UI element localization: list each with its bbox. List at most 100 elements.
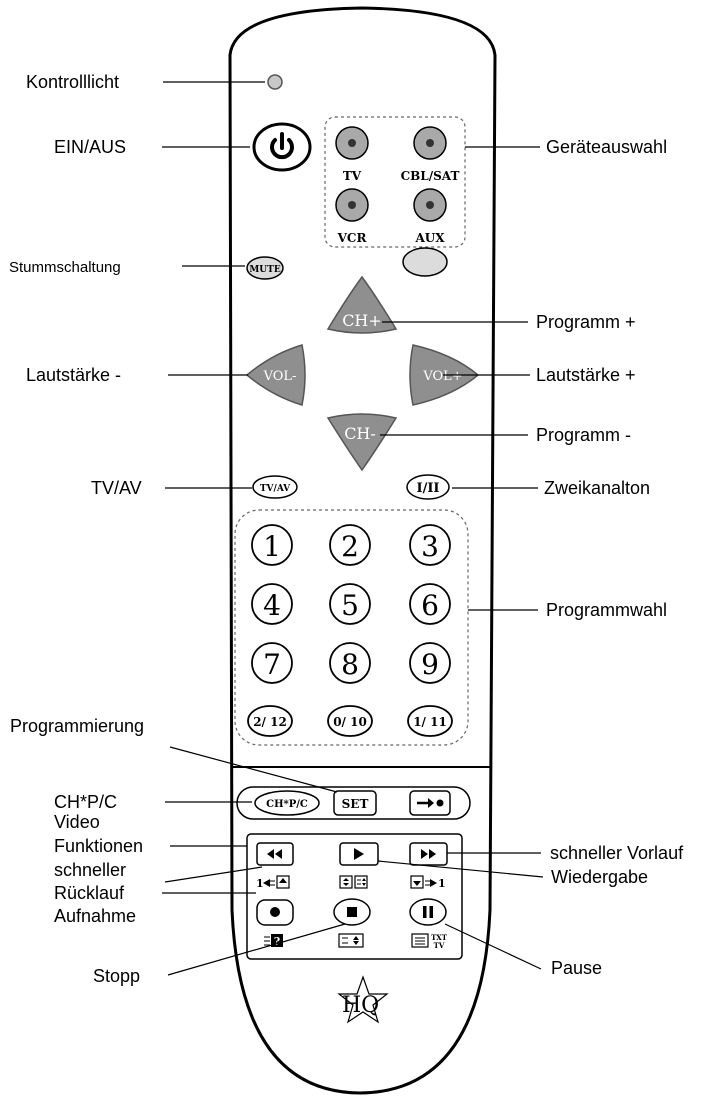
- chpc-button-label: CH*P/C: [266, 799, 308, 810]
- device-tv-button[interactable]: [335, 126, 369, 160]
- keypad-group: [234, 509, 469, 746]
- label-tv-av: TV/AV: [91, 478, 142, 498]
- label-stop: Stopp: [93, 966, 141, 986]
- volume-down-label: VOL-: [263, 369, 297, 384]
- mute-button-label: MUTE: [249, 265, 281, 275]
- device-vcr-button[interactable]: [335, 188, 369, 222]
- record-icon: [270, 907, 280, 917]
- digit-8-button[interactable]: [329, 642, 371, 684]
- rewind-icon: [267, 849, 282, 859]
- leader-lines: [162, 81, 544, 976]
- fast-forward-icon: [421, 849, 436, 859]
- label-record: Aufnahme: [54, 906, 137, 926]
- digit-7-label: 7: [263, 648, 281, 681]
- device-cbl-sat-label: CBL/SAT: [401, 169, 460, 183]
- label-power: EIN/AUS: [54, 137, 127, 157]
- label-video: Video: [54, 812, 100, 832]
- label-functions: Funktionen: [54, 836, 144, 856]
- label-programming: Programmierung: [10, 716, 145, 736]
- mute-button[interactable]: [246, 256, 284, 280]
- play-icon: [354, 848, 364, 860]
- digit-0-10-button[interactable]: [327, 705, 373, 737]
- pause-icon: [423, 906, 433, 918]
- digit-2-label: 2: [341, 530, 359, 563]
- device-select-group: [324, 116, 466, 248]
- digit-3-button[interactable]: [409, 524, 451, 566]
- digit-9-label: 9: [421, 648, 439, 681]
- device-cbl-sat-button[interactable]: [413, 126, 447, 160]
- digit-2-12-label: 2/ 12: [253, 715, 287, 729]
- pause-button[interactable]: [409, 898, 447, 926]
- label-channel-up: Programm +: [536, 312, 636, 332]
- digit-5-button[interactable]: [329, 583, 371, 625]
- digit-1-button[interactable]: [251, 524, 293, 566]
- channel-down-button[interactable]: [326, 413, 398, 472]
- blank-button[interactable]: [402, 247, 448, 277]
- digit-4-label: 4: [263, 589, 281, 622]
- digit-9-button[interactable]: [409, 642, 451, 684]
- digit-1-label: 1: [263, 530, 281, 563]
- label-rewind-1: schneller: [54, 860, 127, 880]
- label-device-select: Geräteauswahl: [546, 137, 668, 157]
- svg-text:HQ: HQ: [342, 993, 379, 1018]
- digit-0-10-label: 0/ 10: [333, 715, 367, 729]
- hq-logo: HQ: [337, 975, 389, 1024]
- label-dual-sound: Zweikanalton: [544, 478, 651, 498]
- tv-av-button[interactable]: [252, 475, 298, 499]
- digit-2-button[interactable]: [329, 524, 371, 566]
- fast-forward-button[interactable]: [409, 842, 448, 866]
- teletext-txt-label: TXT: [431, 933, 448, 942]
- label-fast-forward: schneller Vorlauf: [550, 843, 684, 863]
- teletext-reveal-icon: ?: [264, 934, 283, 948]
- tv-av-button-label: TV/AV: [260, 484, 291, 494]
- device-tv-label: TV: [343, 169, 362, 183]
- label-volume-down: Lautstärke -: [26, 365, 122, 385]
- digit-1-11-label: 1/ 11: [413, 715, 447, 729]
- digit-7-button[interactable]: [251, 642, 293, 684]
- video-panel: [246, 833, 463, 960]
- svg-text:1: 1: [256, 877, 264, 890]
- teletext-mix-icon: [411, 933, 429, 948]
- label-rewind-2: Rücklauf: [54, 883, 125, 903]
- device-vcr-label: VCR: [337, 231, 368, 245]
- teletext-tv-label: TV: [434, 941, 445, 950]
- teletext-size-icon: [339, 875, 368, 889]
- digit-6-label: 6: [421, 589, 439, 622]
- digit-2-12-button[interactable]: [247, 705, 293, 737]
- channel-up-label: CH+: [342, 311, 382, 330]
- program-row-group: [236, 786, 471, 820]
- label-chpc: CH*P/C: [54, 792, 118, 812]
- teletext-page-down-icon: 1: [410, 875, 446, 890]
- volume-down-button[interactable]: [245, 344, 306, 406]
- label-play: Wiedergabe: [551, 867, 649, 887]
- device-aux-label: AUX: [414, 231, 445, 245]
- control-light-led: [267, 74, 283, 90]
- label-keypad: Programmwahl: [546, 600, 668, 620]
- label-control-light: Kontrolllicht: [26, 72, 120, 92]
- dual-sound-button[interactable]: [406, 474, 450, 500]
- label-mute: Stummschaltung: [9, 259, 121, 276]
- power-icon: [270, 132, 294, 160]
- set-button-label: SET: [342, 797, 369, 811]
- transfer-icon: [417, 798, 444, 808]
- label-pause: Pause: [551, 958, 603, 978]
- chpc-button[interactable]: [254, 790, 320, 816]
- digit-1-11-button[interactable]: [407, 705, 453, 737]
- channel-down-label: CH-: [344, 424, 376, 443]
- dual-sound-button-label: I/II: [417, 481, 440, 496]
- device-aux-button[interactable]: [413, 188, 447, 222]
- digit-3-label: 3: [421, 530, 439, 563]
- teletext-page-up-icon: 1: [256, 875, 290, 890]
- digit-6-button[interactable]: [409, 583, 451, 625]
- digit-4-button[interactable]: [251, 583, 293, 625]
- digit-8-label: 8: [341, 648, 359, 681]
- digit-5-label: 5: [341, 589, 359, 622]
- stop-icon: [347, 907, 357, 917]
- svg-text:1: 1: [438, 877, 446, 890]
- set-button[interactable]: [333, 790, 377, 816]
- volume-up-label: VOL+: [422, 369, 462, 384]
- svg-text:?: ?: [274, 935, 280, 948]
- label-channel-down: Programm -: [536, 425, 632, 445]
- channel-up-button[interactable]: [326, 275, 398, 334]
